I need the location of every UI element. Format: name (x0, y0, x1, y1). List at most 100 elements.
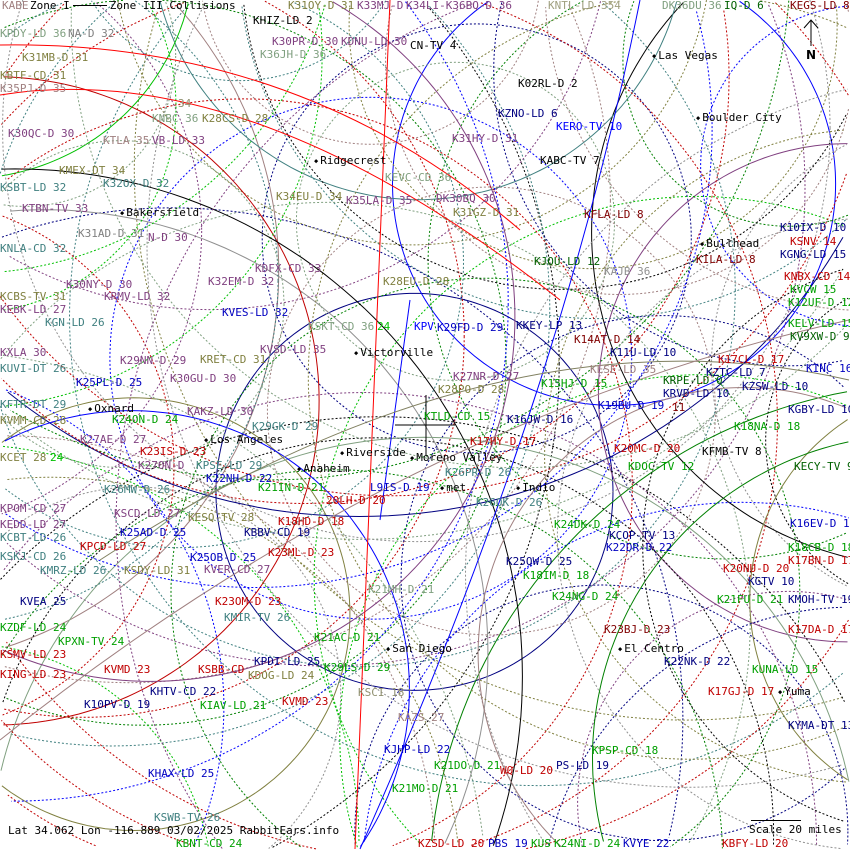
station-label[interactable]: CN-TV 4 (410, 39, 457, 52)
station-label[interactable]: KZSD-LD 20 (418, 837, 485, 850)
station-label[interactable]: DK30BQ 30 (436, 192, 496, 205)
station-label[interactable]: KFMB-TV 8 (702, 445, 762, 458)
station-label[interactable]: KKEY-LP 13 (516, 319, 583, 332)
station-label[interactable]: KV9XW-D 9 (790, 330, 850, 343)
station-label[interactable]: K16JW-D 16 (507, 413, 574, 426)
station-label[interactable]: KAZS 27 (398, 711, 445, 724)
station-label[interactable]: K14AT-D 14 (574, 333, 641, 346)
station-label[interactable]: KNBX-CD 14 (784, 270, 850, 283)
station-label[interactable]: KHTV-CD 22 (150, 685, 217, 698)
station-label[interactable]: K29LS-D 29 (324, 661, 391, 674)
station-label[interactable]: K22NH-D 22 (206, 472, 273, 485)
station-label[interactable]: K30PR-D 30 (272, 35, 339, 48)
station-label[interactable]: K32EM-D 32 (208, 275, 275, 288)
station-label[interactable]: K18CB-D 18 (788, 541, 850, 554)
station-label[interactable]: KDNU-LD 30 (341, 35, 408, 48)
station-label[interactable]: KVEA 25 (20, 595, 67, 608)
station-label[interactable]: K24ON-D 24 (112, 413, 179, 426)
station-label[interactable]: KBFY-LD 20 (722, 837, 789, 850)
station-label[interactable]: KEDD-LD 27 (0, 518, 67, 531)
station-label[interactable]: K21MH-D 21 (368, 583, 435, 596)
station-label[interactable]: KINC 16 (806, 362, 850, 375)
station-label[interactable]: KVSD-LD 35 (260, 343, 327, 356)
station-label[interactable]: NA-D 32 (68, 27, 115, 40)
station-label[interactable]: VB-LD 33 (152, 134, 205, 147)
station-label[interactable]: KSNV 14 (790, 235, 837, 248)
station-label[interactable]: KMRZ-LD 26 (40, 564, 107, 577)
station-label[interactable]: K32OX-D 32 (103, 177, 170, 190)
station-label[interactable]: KSMV-LD 23 (0, 648, 67, 661)
station-label[interactable]: KECY-TV 9 (794, 460, 850, 473)
station-label[interactable]: KSWB-TV 26 (154, 811, 221, 824)
station-label[interactable]: KSCD-LD 27 (114, 507, 181, 520)
station-label[interactable]: K23OM-D 23 (215, 595, 282, 608)
station-label[interactable]: KUVI-DT 26 (0, 362, 67, 375)
station-label[interactable]: K20NU-D 20 (723, 562, 790, 575)
station-label[interactable]: KPV (414, 320, 434, 333)
station-label[interactable]: DK36DU 36 (662, 0, 722, 12)
station-label[interactable]: K24NG-D 24 (552, 590, 619, 603)
station-label[interactable]: K25PL-D 25 (76, 376, 143, 389)
station-label[interactable]: K28PO-D 28 (438, 383, 505, 396)
station-label[interactable]: K21MO-D 21 (392, 782, 459, 795)
station-label[interactable]: KPDY-LD 36 (0, 27, 67, 40)
station-label[interactable]: K15HJ-D 15 (541, 377, 608, 390)
station-label[interactable]: KZTC-LD 7 (706, 366, 766, 379)
station-label[interactable]: K31AD-D 31 (78, 227, 145, 240)
station-label[interactable]: KELV-LD 15 (788, 317, 850, 330)
station-label[interactable]: K30QC-D 30 (8, 127, 75, 140)
station-label[interactable]: KUS (531, 837, 551, 850)
station-label[interactable]: KVES-LD 32 (222, 306, 289, 319)
station-label[interactable]: K10IX-D 10 (780, 221, 847, 234)
station-label[interactable]: K19BU-D 19 (598, 399, 665, 412)
station-label[interactable]: KRMV-LD 32 (104, 290, 171, 303)
station-label[interactable]: K11U-LD 10 (610, 346, 677, 359)
station-label[interactable]: K02RL-D 2 (518, 77, 578, 90)
station-label[interactable]: KILA-LD 8 (696, 253, 756, 266)
station-label[interactable]: K34EU-D 34 (276, 190, 343, 203)
station-label[interactable]: KNLA-CD 32 (0, 242, 67, 255)
station-label[interactable]: KSBB-CD (198, 663, 245, 676)
station-label[interactable]: KUNA-LD 15 (752, 663, 819, 676)
station-label[interactable]: K31GZ-D 31 (453, 206, 520, 219)
station-label[interactable]: K17HY-D 17 (470, 435, 537, 448)
station-label[interactable]: K25OB-D 25 (190, 551, 257, 564)
station-label[interactable]: KZNO-LD 6 (498, 107, 558, 120)
station-label[interactable]: K18HD-D 18 (278, 515, 345, 528)
station-label[interactable]: KGTV 10 (748, 575, 795, 588)
station-label[interactable]: KVCW 15 (790, 283, 837, 296)
station-label[interactable]: KPXN-TV 24 (58, 635, 125, 648)
station-label[interactable]: K23IS-D 23 (140, 445, 207, 458)
station-label[interactable]: K31OY-D 31 (288, 0, 355, 12)
station-label[interactable]: K17CL-D 17 (718, 353, 785, 366)
station-label[interactable]: K23ML-D 23 (268, 546, 335, 559)
station-label[interactable]: KRET-CD 31 (200, 353, 267, 366)
station-label[interactable]: KTBN-TV 33 (22, 202, 89, 215)
station-label[interactable]: KEGS-LD 8 (790, 0, 850, 12)
station-label[interactable]: K28EU-D 28 (383, 275, 450, 288)
station-label[interactable]: KTLD-CD 15 (424, 410, 491, 423)
station-label[interactable]: K18NA-D 18 (734, 420, 801, 433)
station-label[interactable]: N-D 30 (148, 231, 188, 244)
station-label[interactable]: 34 (178, 97, 192, 110)
station-label[interactable]: KPSP-CD 18 (592, 744, 659, 757)
station-label[interactable]: K20MC-D 20 (614, 442, 681, 455)
station-label[interactable]: KGNG-LD 15 (780, 248, 847, 261)
station-label[interactable]: KAJB 36 (604, 265, 651, 278)
station-label[interactable]: KERO-TV 10 (556, 120, 623, 133)
station-label[interactable]: KEVC-CD 36 (385, 171, 452, 184)
station-label[interactable]: K29GK-D 29 (252, 420, 319, 433)
station-label[interactable]: KVMM-CD 28 (0, 414, 67, 427)
station-label[interactable]: KVMD 23 (282, 695, 329, 708)
station-label[interactable]: KHAX-LD 25 (148, 767, 215, 780)
station-label[interactable]: KJHP-LD 22 (384, 743, 451, 756)
station-label[interactable]: KDOG-LD 24 (248, 669, 315, 682)
station-label[interactable]: KZDF-LD 24 (0, 621, 67, 634)
station-label[interactable]: K24NI-D 24 (554, 837, 621, 850)
station-label[interactable]: K30GU-D 30 (170, 372, 237, 385)
station-label[interactable]: KMIR-TV 26 (224, 611, 291, 624)
station-label[interactable]: K29NN-D 29 (120, 354, 187, 367)
station-label[interactable]: KMOH-TV 19 (788, 593, 850, 606)
station-label[interactable]: KPCD-LD 27 (80, 540, 147, 553)
station-label[interactable]: KAKZ-LD 30 (187, 405, 254, 418)
